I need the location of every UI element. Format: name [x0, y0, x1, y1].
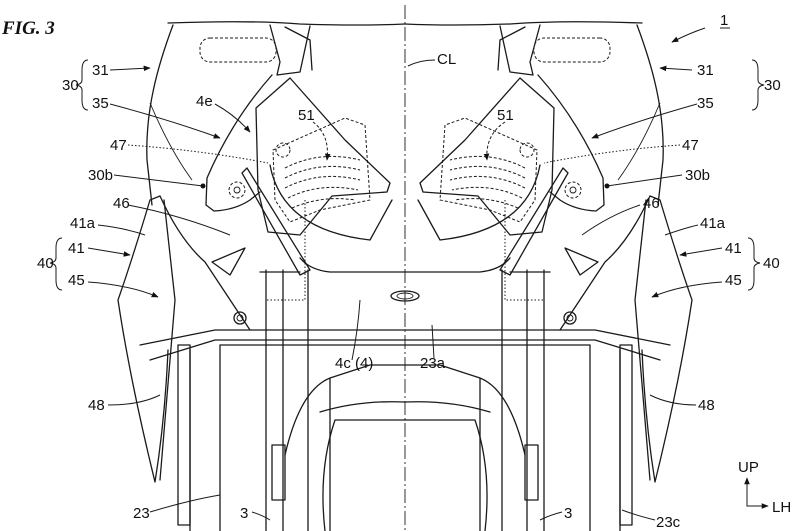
label-3-left: 3: [240, 505, 248, 522]
label-35-left: 35: [92, 95, 109, 112]
fairing-half-left: [117, 21, 406, 531]
label-46-right: 46: [643, 195, 660, 212]
headlight-unit-51: [272, 117, 371, 223]
label-41-left: 41: [68, 240, 85, 257]
label-51-right: 51: [497, 107, 514, 124]
label-30-left: 30: [62, 77, 79, 94]
label-46-left: 46: [113, 195, 130, 212]
label-45-left: 45: [68, 272, 85, 289]
label-3-right: 3: [564, 505, 572, 522]
label-23c: 23c: [656, 514, 681, 531]
direction-lh-label: LH: [772, 499, 791, 516]
label-45-right: 45: [725, 272, 742, 289]
label-30b-left: 30b: [88, 167, 113, 184]
side-fairing-41: [117, 195, 169, 483]
label-35-right: 35: [697, 95, 714, 112]
label-23a: 23a: [420, 355, 446, 372]
mirror: [199, 37, 277, 63]
label-40-right: 40: [763, 255, 780, 272]
label-48-right: 48: [698, 397, 715, 414]
fork-tube: [265, 269, 309, 531]
label-30-right: 30: [764, 77, 781, 94]
headlight-housing-4e: [255, 77, 391, 236]
label-41a-left: 41a: [70, 215, 96, 232]
label-47-right: 47: [682, 137, 699, 154]
leader-lines: [49, 27, 769, 521]
label-31-right: 31: [697, 62, 714, 79]
label-40-left: 40: [37, 255, 54, 272]
label-41a-right: 41a: [700, 215, 726, 232]
label-4c: 4c (4): [335, 355, 373, 372]
figure-title: FIG. 3: [1, 18, 55, 39]
label-4e: 4e: [196, 93, 213, 110]
reference-numeral: 1: [720, 12, 728, 29]
top-edge: [167, 21, 406, 26]
label-30b-right: 30b: [685, 167, 710, 184]
label-23: 23: [133, 505, 150, 522]
vent-46: [211, 247, 246, 276]
label-41-right: 41: [725, 240, 742, 257]
label-47-left: 47: [110, 137, 127, 154]
label-48-left: 48: [88, 397, 105, 414]
label-31-left: 31: [92, 62, 109, 79]
windscreen-31: [146, 24, 174, 206]
centerline-label: CL: [437, 51, 456, 68]
label-51-left: 51: [298, 107, 315, 124]
direction-up-label: UP: [738, 459, 759, 476]
